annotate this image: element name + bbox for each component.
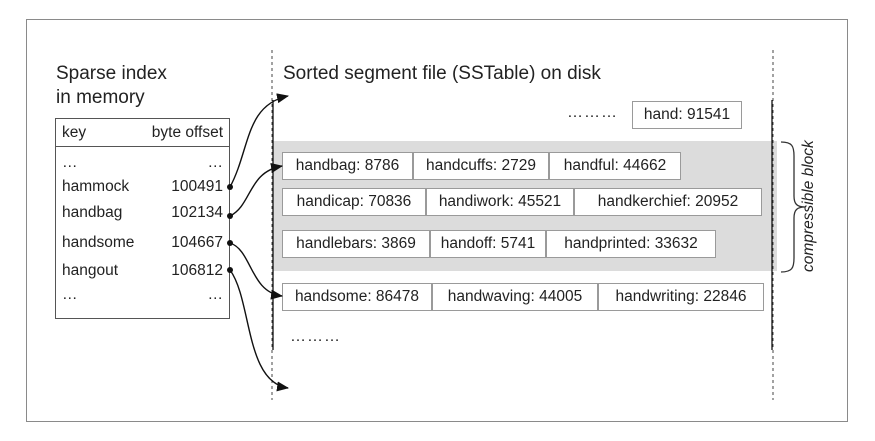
sstable-entry: handbag: 8786 [282,152,413,180]
column-header-offset: byte offset [151,124,223,141]
index-row-key: … [62,286,78,303]
pointer-arrow [229,242,283,300]
sstable-entry: handlebars: 3869 [282,230,430,258]
ellipsis-dots: ……… [290,328,341,345]
curly-brace-icon [780,141,806,273]
index-row-key: handsome [62,234,135,251]
sstable-entry: hand: 91541 [632,101,742,129]
index-row-offset: 102134 [171,204,223,221]
sstable-entry: handiwork: 45521 [426,188,574,216]
index-row-offset: … [207,286,224,303]
sstable-entry: handcuffs: 2729 [413,152,549,180]
sstable-entry: handicap: 70836 [282,188,426,216]
sstable-entry: handful: 44662 [549,152,681,180]
index-row-offset: … [207,154,224,171]
pointer-arrow [229,269,289,392]
sstable-entry: handwaving: 44005 [432,283,598,311]
index-row-offset: 106812 [171,262,223,279]
index-row-offset: 100491 [171,178,223,195]
segment-file-title: Sorted segment file (SSTable) on disk [283,63,601,84]
diagram-frame [26,19,848,422]
column-header-key: key [62,124,87,141]
sstable-entry: handoff: 5741 [430,230,546,258]
sstable-entry: handprinted: 33632 [546,230,716,258]
index-row-key: hangout [62,262,119,279]
pointer-arrow [229,93,289,188]
sstable-entry: handwriting: 22846 [598,283,764,311]
index-row-key: … [62,154,78,171]
index-row-key: hammock [62,178,130,195]
ellipsis-dots: ……… [567,104,618,121]
pointer-arrow [229,162,283,217]
index-row-offset: 104667 [171,234,223,251]
sparse-index-title-line2: in memory [56,87,145,108]
sstable-entry: handkerchief: 20952 [574,188,762,216]
index-row-key: handbag [62,204,123,221]
index-header: key byte offset [56,119,229,147]
sparse-index-title-line1: Sparse index [56,63,167,84]
sparse-index-table: key byte offset … … hammock 100491 handb… [55,118,230,319]
